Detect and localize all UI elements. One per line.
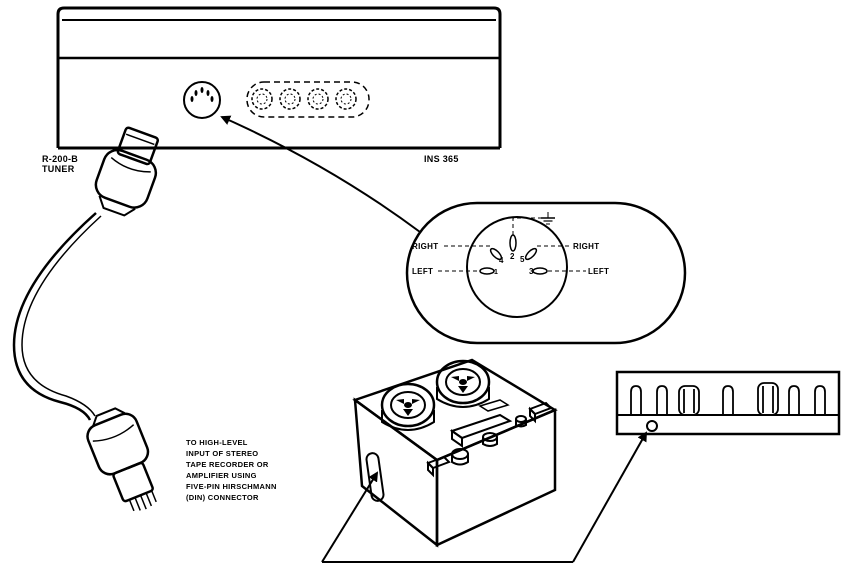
pin-number-1: 1 <box>494 269 498 276</box>
pin-2-ground <box>509 234 517 252</box>
arrow-to-recorder-jack <box>321 471 379 563</box>
din-cable <box>12 126 160 512</box>
tuner-model-label: R-200-B <box>42 154 78 164</box>
pin-number-5: 5 <box>520 255 525 264</box>
pin-1 <box>479 267 495 275</box>
amplifier-panel <box>615 370 841 436</box>
arrow-to-tuner-socket <box>220 115 421 233</box>
note-line-4: AMPLIFIER USING <box>186 471 257 480</box>
din-plug-top <box>94 126 160 217</box>
tuner-unit <box>56 6 502 150</box>
pin-label-left-right: LEFT <box>588 267 609 276</box>
note-line-5: FIVE-PIN HIRSCHMANN <box>186 482 277 491</box>
din-plug-bottom <box>86 407 157 512</box>
pin-label-right-right: RIGHT <box>573 242 599 251</box>
pin-number-2: 2 <box>510 252 515 261</box>
tape-recorder <box>352 358 558 548</box>
note-line-1: TO HIGH-LEVEL <box>186 438 248 447</box>
arrow-to-amplifier-socket <box>572 431 647 563</box>
dashed-socket-row <box>246 81 370 118</box>
pin-number-3: 3 <box>529 267 534 276</box>
pin-number-4: 4 <box>499 256 504 265</box>
pin-label-right-left: RIGHT <box>412 242 438 251</box>
note-line-3: TAPE RECORDER OR <box>186 460 269 469</box>
din-output-socket[interactable] <box>183 81 221 119</box>
tuner-word-label: TUNER <box>42 164 75 174</box>
amplifier-input-socket[interactable] <box>646 420 658 432</box>
note-line-2: INPUT OF STEREO <box>186 449 258 458</box>
pin-label-left-left: LEFT <box>412 267 433 276</box>
note-line-6: (DIN) CONNECTOR <box>186 493 259 502</box>
note-text: TO HIGH-LEVEL INPUT OF STEREO TAPE RECOR… <box>186 438 277 502</box>
pin-5 <box>524 247 538 261</box>
ins-number-label: INS 365 <box>424 154 459 164</box>
pin-3 <box>532 267 548 275</box>
pinout-detail <box>405 201 687 345</box>
pin-4 <box>489 247 503 261</box>
